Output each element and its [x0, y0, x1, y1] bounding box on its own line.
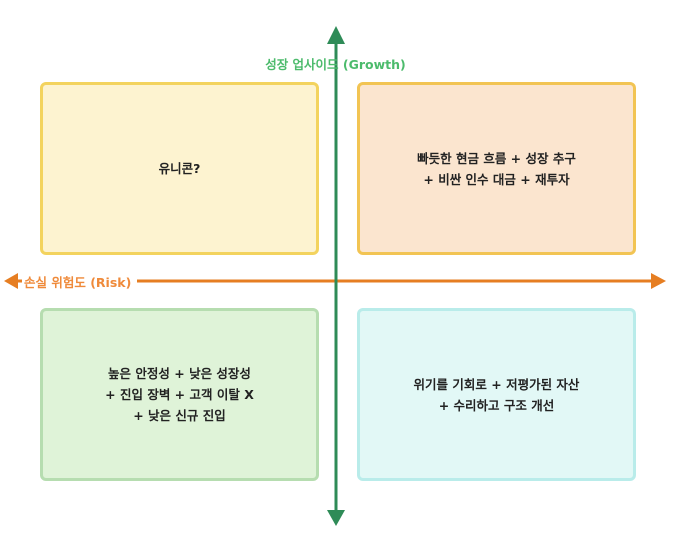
quadrant-bottom-left-line-1: 높은 안정성 + 낮은 성장성 [108, 366, 251, 381]
quadrant-bottom-right-line-1: 위기를 기회로 + 저평가된 자산 [413, 376, 580, 392]
horizontal-axis-arrow-right [651, 273, 666, 289]
quadrant-bottom-right: 위기를 기회로 + 저평가된 자산 + 수리하고 구조 개선 [357, 308, 636, 481]
growth-axis-label: 성장 업사이드 (Growth) [265, 57, 406, 72]
quadrant-top-right-line-2: + 비싼 인수 대금 + 재투자 [423, 171, 570, 187]
horizontal-axis-arrow-left [4, 273, 18, 289]
quadrant-top-right: 빠듯한 현금 흐름 + 성장 추구 + 비싼 인수 대금 + 재투자 [357, 82, 636, 255]
vertical-axis-arrow-up [327, 26, 345, 44]
quadrant-bottom-left-line-3: + 낮은 신규 진입 [133, 408, 226, 423]
quadrant-top-right-line-1: 빠듯한 현금 흐름 + 성장 추구 [417, 150, 576, 166]
quadrant-top-right-text: 빠듯한 현금 흐름 + 성장 추구 + 비싼 인수 대금 + 재투자 [417, 148, 576, 190]
quadrant-bottom-right-text: 위기를 기회로 + 저평가된 자산 + 수리하고 구조 개선 [414, 374, 580, 416]
vertical-axis-arrow-down [327, 510, 345, 526]
risk-axis-label: 손실 위험도 (Risk) [22, 272, 138, 291]
quadrant-top-left: 유니콘? [40, 82, 319, 255]
quadrant-bottom-left: 높은 안정성 + 낮은 성장성 + 진입 장벽 + 고객 이탈 X + 낮은 신… [40, 308, 319, 481]
quadrant-top-left-text: 유니콘? [159, 158, 201, 179]
quadrant-bottom-right-line-2: + 수리하고 구조 개선 [438, 397, 555, 413]
quadrant-bottom-left-line-2: + 진입 장벽 + 고객 이탈 X [105, 387, 254, 402]
quadrant-top-left-line-1: 유니콘? [158, 161, 201, 176]
quadrant-bottom-left-text: 높은 안정성 + 낮은 성장성 + 진입 장벽 + 고객 이탈 X + 낮은 신… [105, 363, 254, 426]
